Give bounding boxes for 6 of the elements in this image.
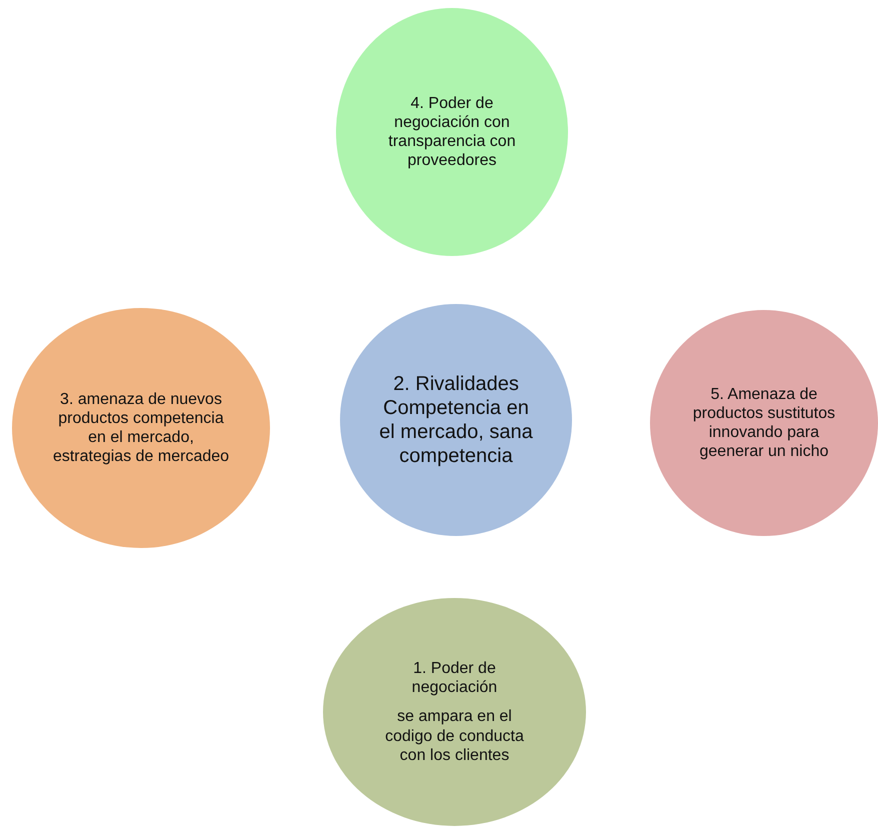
node-title: 4. Poder de negociación con transparencia con proveedores [387, 94, 517, 170]
node-title: 2. Rivalidades Competencia en el mercado, sana competencia [378, 372, 534, 468]
node-title: 1. Poder de negociación [410, 659, 498, 698]
node-title: 5. Amenaza de productos sustitutos innovando para geenerar un nicho [692, 384, 836, 462]
node-text: se ampara en el codigo de conducta con los clientes [384, 707, 525, 765]
node-title: 3. amenaza de nuevos productos competencia en el mercado, estrategias de mercadeo [52, 390, 230, 466]
